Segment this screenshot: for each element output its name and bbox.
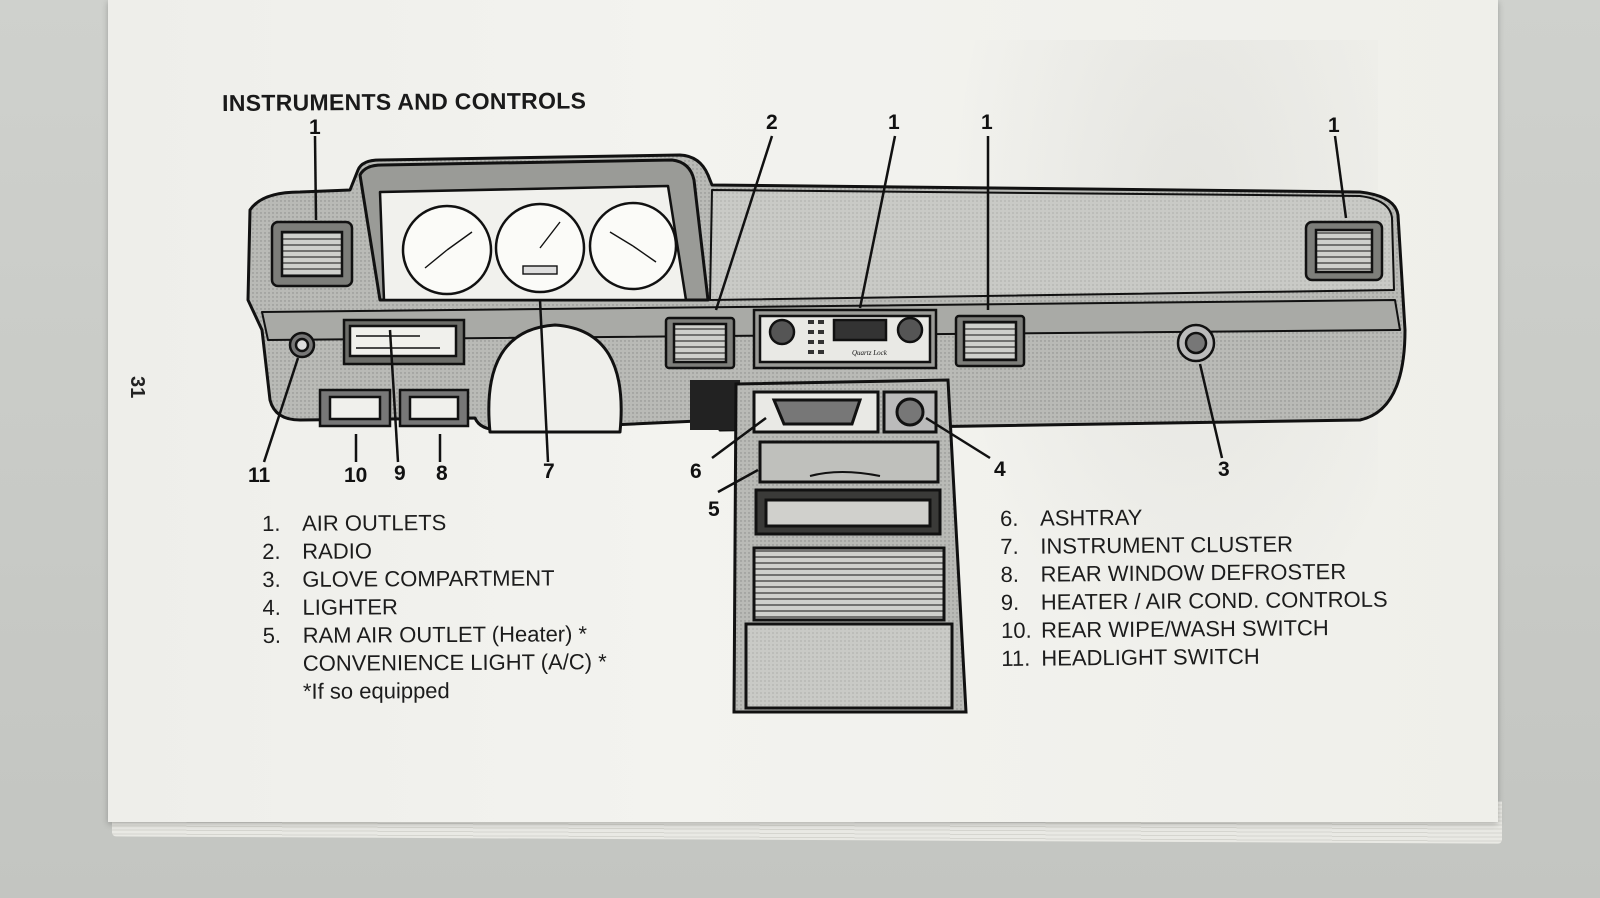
legend-item: 10.REAR WIPE/WASH SWITCH: [1000, 615, 1329, 643]
legend-item: 7.INSTRUMENT CLUSTER: [1000, 531, 1294, 559]
glove-compartment-lock: [1176, 323, 1216, 363]
callout-4: 4: [994, 458, 1006, 481]
legend-item: 4.LIGHTER: [262, 594, 398, 620]
air-outlet-left: [270, 220, 354, 288]
callout-1b: 2: [766, 111, 778, 134]
callout-3: 3: [1218, 458, 1230, 481]
legend-left: 1.AIR OUTLETS 2.RADIO 3.GLOVE COMPARTMEN…: [262, 508, 607, 706]
legend-item: 1.AIR OUTLETS: [262, 510, 447, 536]
callout-1a: 1: [309, 116, 321, 139]
legend-item: 9.HEATER / AIR COND. CONTROLS: [1000, 586, 1388, 615]
legend-footnote: *If so equipped: [302, 678, 450, 704]
rear-defroster-switch: [398, 388, 470, 428]
legend-item: 11.HEADLIGHT SWITCH: [1001, 643, 1260, 671]
callout-9: 9: [394, 462, 406, 485]
legend-item: 3.GLOVE COMPARTMENT: [262, 565, 555, 592]
callout-8: 8: [436, 462, 448, 485]
air-outlet-center-right: [954, 314, 1026, 368]
rear-wiper-switch: [318, 388, 392, 428]
callout-6: 6: [690, 460, 702, 483]
callout-numbers: 1 2 1 1 1 11 10 9 8 7 6 4 3 5: [248, 111, 1340, 521]
callout-1d: 1: [1328, 114, 1340, 137]
legend-right: 6.ASHTRAY 7.INSTRUMENT CLUSTER 8.REAR WI…: [1000, 502, 1388, 673]
callout-11: 11: [248, 464, 271, 487]
radio-unit: [752, 308, 938, 370]
center-console: [732, 378, 968, 714]
heater-ac-control-panel: [342, 318, 466, 366]
callout-7: 7: [543, 460, 555, 483]
callout-10: 10: [344, 464, 367, 487]
legend-item: 6.ASHTRAY: [1000, 504, 1143, 531]
air-outlet-center-left: [664, 316, 736, 370]
radio-brand-label: Quartz Lock: [852, 349, 888, 357]
instrument-cluster-gauges: [401, 201, 678, 296]
legend-item: 5.RAM AIR OUTLET (Heater) *: [262, 621, 588, 648]
legend-item: 8.REAR WINDOW DEFROSTER: [1000, 558, 1347, 587]
callout-5: 5: [708, 498, 720, 521]
legend-item-continuation: CONVENIENCE LIGHT (A/C) *: [302, 649, 607, 676]
headlight-switch-knob: [288, 331, 316, 359]
air-outlet-right: [1304, 220, 1384, 282]
callout-1c: 1: [981, 111, 993, 134]
callout-leaders: [262, 135, 1348, 494]
callout-2: 1: [888, 111, 900, 134]
legend-item: 2.RADIO: [262, 538, 372, 564]
